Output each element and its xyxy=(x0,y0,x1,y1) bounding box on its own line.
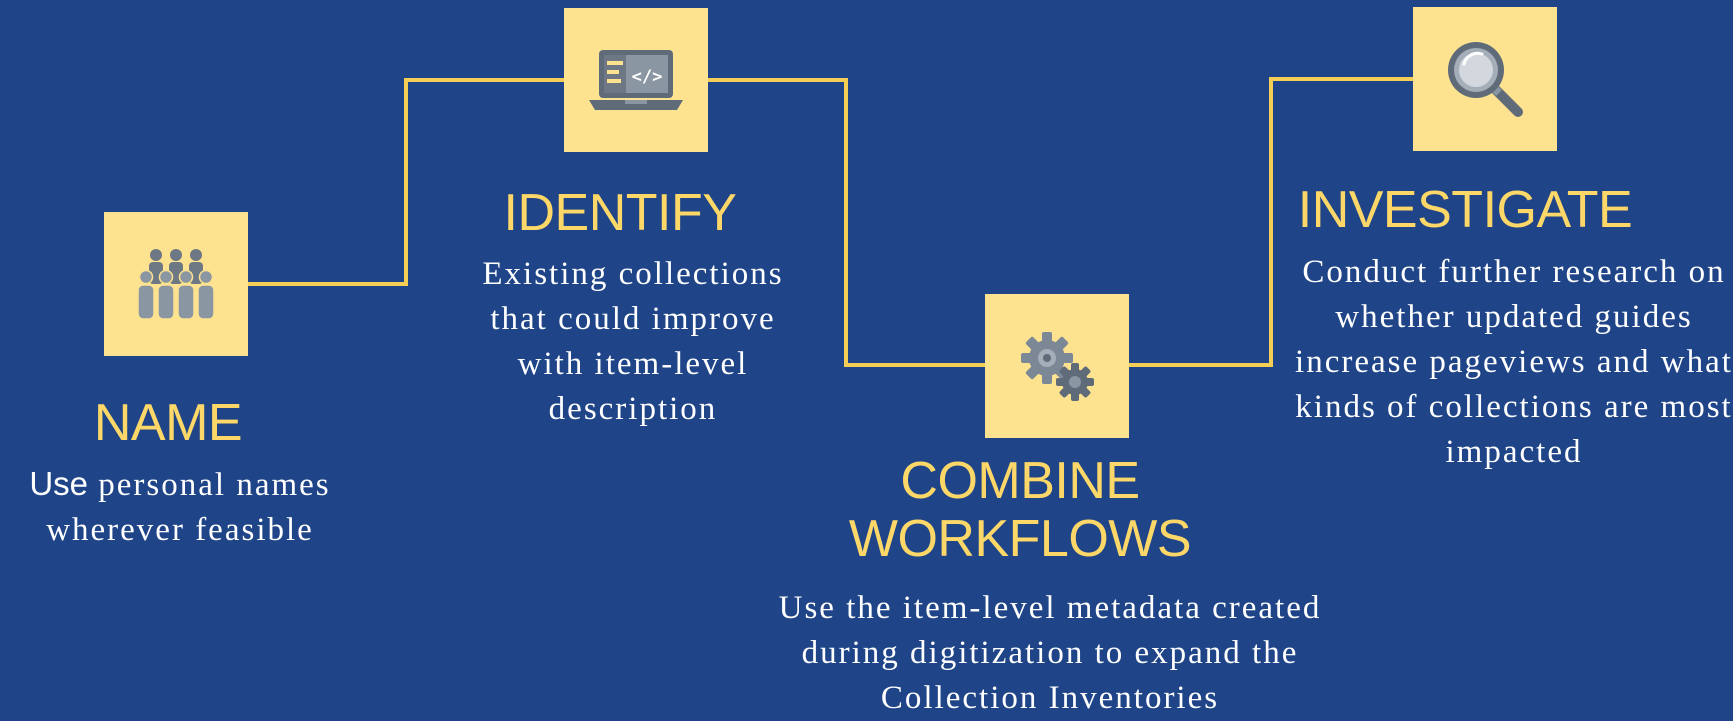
name-step-tile xyxy=(104,212,248,356)
connector-identify-to-combine xyxy=(708,78,985,367)
name-step-description: Use personal names wherever feasible xyxy=(0,461,360,553)
identify-step-title: IDENTIFY xyxy=(503,184,737,242)
identify-step-description: Existing collections that could improve … xyxy=(482,256,784,427)
investigate-step-tile xyxy=(1413,7,1557,151)
investigate-step-title: INVESTIGATE xyxy=(1297,181,1633,239)
connector-name-to-identify xyxy=(248,78,564,286)
svg-text:</>: </> xyxy=(632,67,663,87)
gears-icon xyxy=(1021,332,1094,401)
laptop-code-icon: </> xyxy=(589,50,683,110)
combine-step-title: COMBINE WORKFLOWS xyxy=(820,452,1220,568)
name-step-title: NAME xyxy=(93,394,243,452)
magnifying-glass-icon xyxy=(1448,42,1523,117)
connector-combine-to-investigate xyxy=(1129,77,1413,367)
combine-step-title-line1: COMBINE xyxy=(900,452,1140,510)
combine-step-description: Use the item-level metadata created duri… xyxy=(778,590,1322,716)
identify-step-tile: </> xyxy=(564,8,708,152)
name-step-description-lead: Use xyxy=(29,465,89,502)
people-group-icon xyxy=(137,249,215,320)
combine-step-title-line2: WORKFLOWS xyxy=(848,510,1192,568)
investigate-step-description: Conduct further research on whether upda… xyxy=(1295,254,1733,470)
combine-step-tile xyxy=(985,294,1129,438)
name-step-description-text: personal names wherever feasible xyxy=(46,467,331,548)
